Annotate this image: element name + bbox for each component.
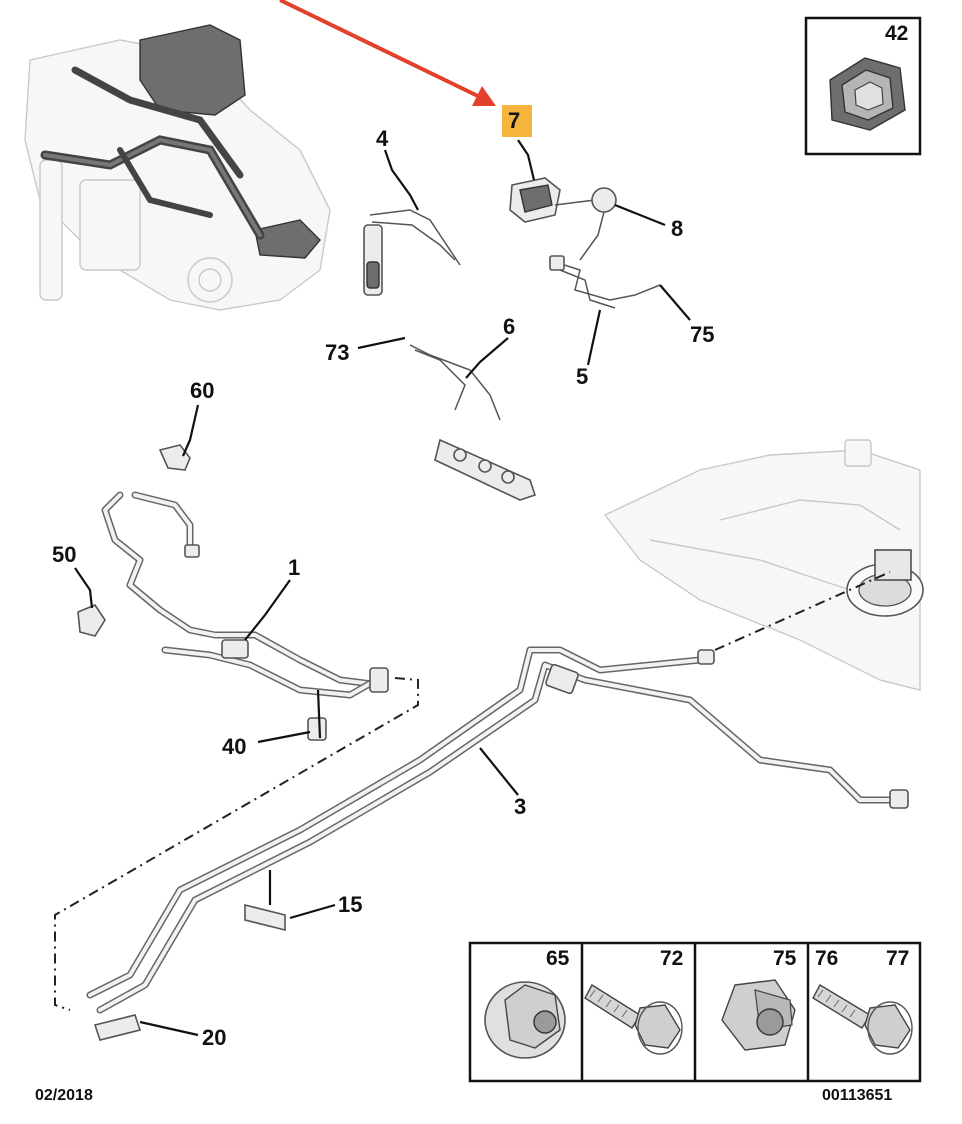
callout-50: 50 [52, 542, 76, 567]
callout-20: 20 [202, 1025, 226, 1050]
part-15-clip [244, 903, 286, 932]
inset-42: 42 [804, 16, 922, 156]
flange-bolt-76-77 [812, 984, 913, 1055]
callout-7: 7 [508, 108, 520, 133]
part-40-bracket [307, 717, 327, 741]
engine-illustration [24, 24, 331, 311]
callout-3: 3 [514, 794, 526, 819]
part-3-fuel-lines [86, 646, 909, 1014]
inset-hardware: 65 72 75 76 77 [468, 941, 922, 1083]
part-6-fuel-rail [409, 344, 537, 501]
part-60-clip [158, 444, 191, 471]
flange-nut-65 [484, 981, 566, 1059]
hardware-label-76: 76 [815, 947, 838, 970]
hardware-label-77: 77 [886, 947, 909, 970]
footer-date: 02/2018 [35, 1087, 93, 1104]
hardware-label-75: 75 [773, 947, 797, 970]
callout-8: 8 [671, 216, 683, 241]
callout-4: 4 [376, 126, 389, 151]
flange-bolt-72 [584, 984, 683, 1055]
callout-6: 6 [503, 314, 515, 339]
callouts: 7 4 8 75 5 6 73 60 50 1 40 3 15 20 [52, 105, 714, 1050]
part-7-sensor [509, 177, 561, 223]
callout-40: 40 [222, 734, 246, 759]
callout-7-highlight [502, 105, 532, 137]
callout-75: 75 [690, 322, 714, 347]
callout-73: 73 [325, 340, 349, 365]
leader-lines [74, 139, 691, 1037]
callout-5: 5 [576, 364, 588, 389]
hardware-label-65: 65 [546, 947, 570, 970]
footer-reference: 00113651 [822, 1087, 892, 1104]
part-1-fuel-lines [101, 491, 389, 699]
callout-60: 60 [190, 378, 214, 403]
part-8-connector [554, 187, 617, 261]
fuel-tank-illustration [603, 439, 924, 691]
part-50-bracket [77, 604, 106, 637]
callout-1: 1 [288, 555, 300, 580]
part-5-harness [549, 255, 661, 309]
callout-15: 15 [338, 892, 362, 917]
part-20-clip [93, 1014, 142, 1041]
hardware-label-72: 72 [660, 947, 683, 970]
inset-42-label: 42 [885, 22, 908, 45]
part-4-injector-harness [363, 209, 461, 296]
reference-lines [54, 571, 891, 1011]
pointer-arrow [279, 0, 496, 106]
hex-nut-75 [721, 979, 796, 1051]
